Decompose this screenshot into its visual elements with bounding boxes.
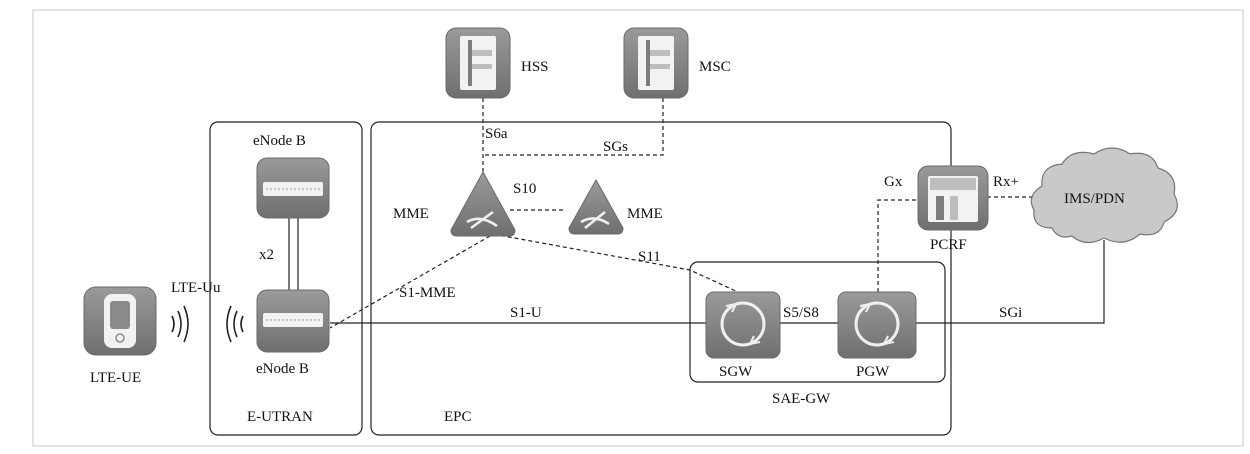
sae-gw-label: SAE-GW	[772, 391, 831, 407]
sae-gw-box	[689, 261, 946, 383]
ims-pdn-label: IMS/PDN	[1064, 191, 1125, 207]
enodeb-bottom-icon	[256, 289, 330, 353]
enodeb-radio-waves-icon	[226, 305, 244, 343]
lte-ue-label: LTE-UE	[90, 370, 141, 386]
s11-link	[486, 232, 741, 294]
pgw-gateway-icon	[837, 291, 917, 359]
s10-label: S10	[513, 181, 536, 197]
outer-frame	[32, 9, 1244, 447]
sgi-label: SGi	[999, 305, 1022, 321]
pcrf-server-icon	[917, 165, 989, 231]
msc-label: MSC	[699, 59, 731, 75]
msc-server-icon	[623, 27, 689, 99]
lte-ue-phone-icon	[83, 286, 157, 356]
sgs-link	[483, 98, 664, 156]
mme-left-label: MME	[393, 206, 429, 222]
sgw-gateway-icon	[705, 291, 781, 359]
ims-pdn-cloud-icon	[1030, 147, 1178, 244]
gx-label: Gx	[884, 174, 903, 190]
enodeb-top-label: eNode B	[253, 133, 306, 149]
x2-label: x2	[259, 247, 274, 263]
s1-mme-label: S1-MME	[399, 285, 456, 301]
enodeb-bottom-label: eNode B	[256, 361, 309, 377]
ue-radio-waves-icon	[171, 305, 189, 343]
pgw-label: PGW	[856, 364, 890, 380]
e-utran-box	[209, 121, 363, 436]
lte-uu-label: LTE-Uu	[171, 280, 221, 296]
sgw-label: SGW	[719, 364, 753, 380]
epc-box	[370, 121, 952, 436]
sgi-link	[916, 240, 1105, 324]
sgs-label: SGs	[603, 139, 628, 155]
s1-mme-link	[329, 235, 491, 329]
hss-label: HSS	[521, 59, 549, 75]
mme-left-icon	[450, 170, 516, 237]
mme-right-icon	[568, 178, 624, 235]
gx-link	[877, 199, 918, 292]
s5-s8-label: S5/S8	[783, 305, 819, 321]
enodeb-top-icon	[256, 157, 330, 219]
rx-plus-label: Rx+	[993, 174, 1019, 190]
s1-u-label: S1-U	[510, 305, 542, 321]
hss-server-icon	[445, 27, 511, 99]
mme-right-label: MME	[627, 206, 663, 222]
pcrf-label: PCRF	[930, 237, 967, 253]
e-utran-label: E-UTRAN	[247, 409, 313, 425]
epc-label: EPC	[444, 409, 472, 425]
s6a-label: S6a	[485, 126, 508, 142]
s11-label: S11	[638, 249, 661, 265]
